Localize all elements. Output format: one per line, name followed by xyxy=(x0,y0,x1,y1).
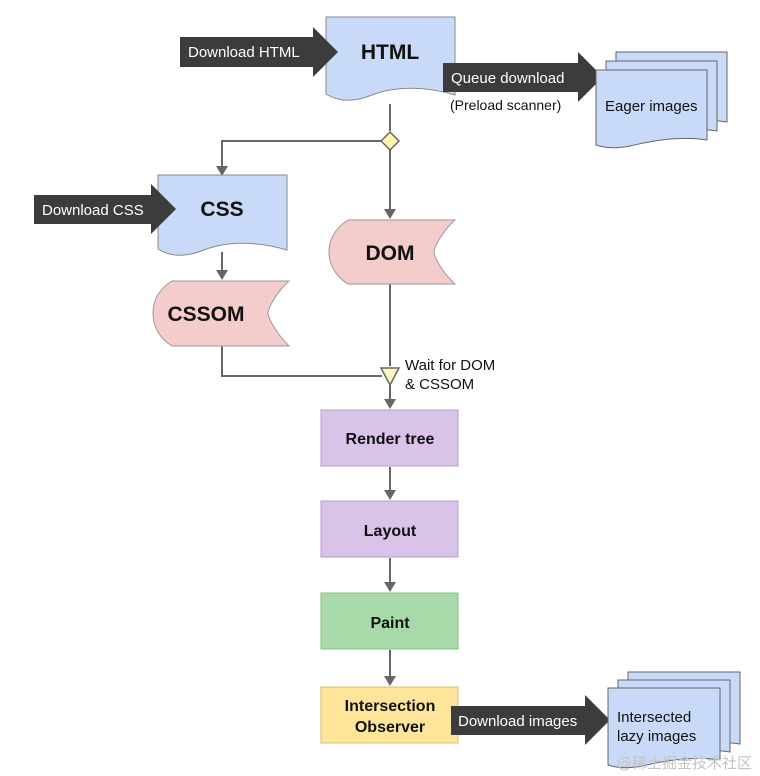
arrowhead-observer xyxy=(384,676,396,686)
render-tree-box: Render tree xyxy=(320,409,459,467)
queue-download-label: Queue download xyxy=(451,70,564,87)
intersection-observer-label-line2: Observer xyxy=(355,719,425,736)
download-images-arrow: Download images xyxy=(451,695,610,745)
download-css-arrow: Download CSS xyxy=(34,184,176,234)
download-css-arrow-shape xyxy=(34,184,176,234)
layout-box: Layout xyxy=(320,500,459,558)
lazy-images-front-sheet xyxy=(607,687,721,769)
eager-images-label: Eager images xyxy=(605,98,698,115)
dom-stored-data: DOM xyxy=(328,219,457,285)
layout-label: Layout xyxy=(364,523,417,540)
queue-download-arrow-shape xyxy=(443,52,603,102)
wait-note-line1: Wait for DOM xyxy=(405,357,495,374)
connector-cssom-to-wait xyxy=(221,346,382,377)
download-html-arrow: Download HTML xyxy=(180,27,338,77)
arrowhead-layout xyxy=(384,490,396,500)
paint-box: Paint xyxy=(320,592,459,650)
intersection-observer-box: Intersection Observer xyxy=(320,686,459,744)
lazy-images-label-line1: Intersected xyxy=(617,709,691,726)
queue-download-arrow: Queue download xyxy=(443,52,603,102)
wait-note-line2: & CSSOM xyxy=(405,376,474,393)
arrowhead-render xyxy=(384,399,396,409)
intersection-observer-rect xyxy=(320,686,459,744)
watermark-text: @稀土掘金技术社区 xyxy=(617,754,752,772)
lazy-images-label-line2: lazy images xyxy=(617,728,696,745)
download-html-label: Download HTML xyxy=(188,44,300,61)
arrowhead-css xyxy=(216,166,228,176)
wait-merge-triangle xyxy=(379,367,401,387)
lazy-images-stack: Intersected lazy images xyxy=(607,671,741,769)
css-document-shape xyxy=(157,174,288,256)
eager-images-stack: Eager images xyxy=(595,51,728,149)
dom-label: DOM xyxy=(366,242,415,265)
connector-split-to-css xyxy=(221,140,381,168)
download-html-arrow-shape xyxy=(180,27,338,77)
download-images-arrow-shape xyxy=(451,695,610,745)
arrowhead-cssom xyxy=(216,270,228,280)
eager-images-front-sheet xyxy=(595,69,708,149)
html-document: HTML xyxy=(325,16,456,101)
split-diamond xyxy=(379,130,401,152)
cssom-shape xyxy=(152,280,291,347)
paint-rect xyxy=(320,592,459,650)
download-images-label: Download images xyxy=(458,713,577,730)
render-tree-rect xyxy=(320,409,459,467)
preload-scanner-note: (Preload scanner) xyxy=(450,97,561,113)
download-css-label: Download CSS xyxy=(42,202,144,219)
cssom-stored-data: CSSOM xyxy=(152,280,291,347)
arrowhead-dom xyxy=(384,209,396,219)
css-label: CSS xyxy=(200,198,243,221)
arrowhead-paint xyxy=(384,582,396,592)
html-label: HTML xyxy=(361,41,419,64)
intersection-observer-label-line1: Intersection xyxy=(345,698,436,715)
paint-label: Paint xyxy=(370,615,410,632)
layout-rect xyxy=(320,500,459,558)
connectors xyxy=(216,104,396,686)
render-tree-label: Render tree xyxy=(346,431,435,448)
html-document-shape xyxy=(325,16,456,101)
cssom-label: CSSOM xyxy=(167,303,244,326)
dom-shape xyxy=(328,219,457,285)
css-document: CSS xyxy=(157,174,288,256)
